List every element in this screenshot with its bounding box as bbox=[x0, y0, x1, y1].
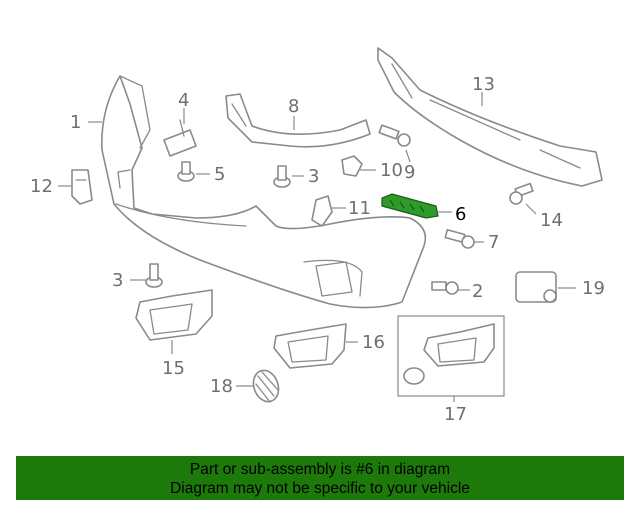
fog-lamp-assembly-17[interactable] bbox=[397, 315, 505, 397]
callout-2: 2 bbox=[472, 281, 483, 302]
bolt-9[interactable] bbox=[378, 124, 411, 147]
callout-3-lower: 3 bbox=[112, 270, 123, 291]
callout-6: 6 bbox=[455, 204, 466, 225]
side-bracket-12[interactable] bbox=[71, 169, 93, 205]
fog-bezel-16[interactable] bbox=[273, 323, 347, 369]
energy-absorber-13[interactable] bbox=[377, 47, 603, 187]
callout-19: 19 bbox=[582, 278, 605, 299]
screw-3-upper[interactable] bbox=[273, 165, 291, 188]
banner-line-2: Diagram may not be specific to your vehi… bbox=[170, 480, 470, 497]
callout-14: 14 bbox=[540, 210, 563, 231]
screw-3-lower[interactable] bbox=[145, 263, 163, 288]
callout-7: 7 bbox=[488, 232, 499, 253]
bumper-cover[interactable] bbox=[101, 75, 427, 309]
bolt-7[interactable] bbox=[444, 229, 475, 249]
callout-10: 10 bbox=[380, 160, 403, 181]
callout-5: 5 bbox=[214, 164, 225, 185]
clip-10[interactable] bbox=[341, 155, 363, 177]
bracket-6-highlighted[interactable] bbox=[381, 193, 439, 219]
callout-11: 11 bbox=[348, 198, 371, 219]
screw-5[interactable] bbox=[177, 161, 195, 182]
bolt-14[interactable] bbox=[509, 182, 534, 205]
info-banner: Part or sub-assembly is #6 in diagram Di… bbox=[16, 456, 624, 500]
callout-9: 9 bbox=[404, 162, 415, 183]
callout-15: 15 bbox=[162, 358, 185, 379]
bracket-11[interactable] bbox=[311, 195, 333, 227]
callout-18: 18 bbox=[210, 376, 233, 397]
callout-8: 8 bbox=[288, 96, 299, 117]
callout-labels: 1 2 3 3 4 5 6 7 8 9 10 11 12 13 14 15 16… bbox=[30, 74, 605, 425]
banner-line-1: Part or sub-assembly is #6 in diagram bbox=[189, 461, 451, 478]
callout-12: 12 bbox=[30, 176, 53, 197]
callout-16: 16 bbox=[362, 332, 385, 353]
grille-disc-18[interactable] bbox=[249, 367, 282, 405]
leader-lines bbox=[58, 92, 576, 402]
sensor-19[interactable] bbox=[515, 271, 557, 303]
bolt-2[interactable] bbox=[431, 281, 459, 295]
callout-4: 4 bbox=[178, 90, 189, 111]
callout-3-upper: 3 bbox=[308, 166, 319, 187]
clip-4[interactable] bbox=[163, 119, 197, 157]
callout-17: 17 bbox=[444, 404, 467, 425]
fog-bezel-15[interactable] bbox=[135, 289, 213, 341]
callout-1: 1 bbox=[70, 112, 81, 133]
callout-13: 13 bbox=[472, 74, 495, 95]
bracket-8[interactable] bbox=[225, 93, 371, 148]
